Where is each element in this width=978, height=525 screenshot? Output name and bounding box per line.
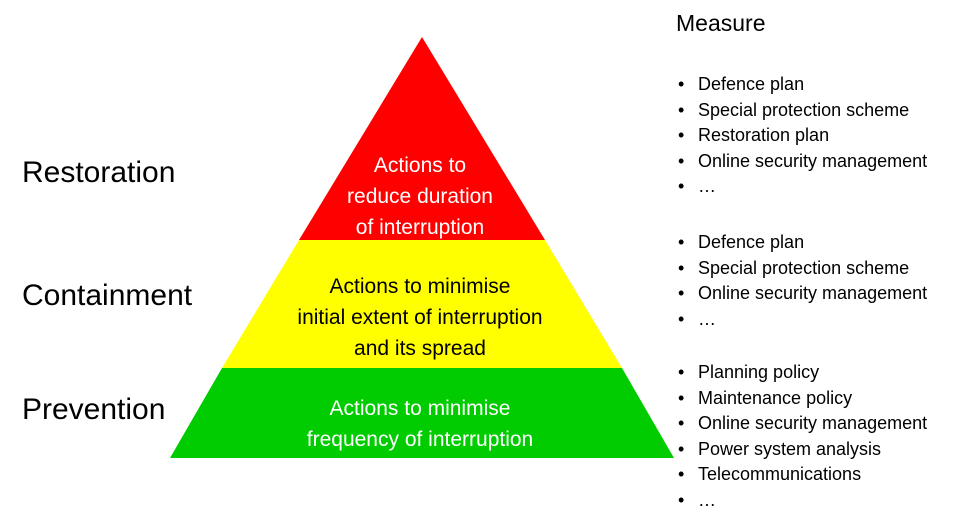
measure-item: Special protection scheme (676, 98, 927, 124)
prevention-description: Actions to minimise frequency of interru… (250, 393, 590, 455)
containment-description-line: and its spread (354, 337, 486, 360)
measure-list-restoration: Defence plan Special protection scheme R… (676, 72, 927, 200)
containment-description-line: initial extent of interruption (297, 306, 543, 329)
measure-item: Power system analysis (676, 437, 927, 463)
measure-item: Telecommunications (676, 462, 927, 488)
pyramid-tier-restoration (299, 37, 545, 240)
level-label-restoration: Restoration (22, 156, 176, 189)
pyramid-tier-containment (222, 240, 622, 368)
prevention-description-line: Actions to minimise (329, 397, 511, 420)
measure-item: Special protection scheme (676, 256, 927, 282)
measure-list-containment: Defence plan Special protection scheme O… (676, 230, 927, 332)
measure-item: Restoration plan (676, 123, 927, 149)
measure-item: Planning policy (676, 360, 927, 386)
restoration-description-line: of interruption (355, 216, 485, 239)
prevention-description-line: frequency of interruption (306, 428, 534, 451)
restoration-description-line: Actions to (373, 154, 467, 177)
measure-list-prevention: Planning policy Maintenance policy Onlin… (676, 360, 927, 513)
restoration-description: Actions to reduce duration of interrupti… (320, 150, 520, 243)
measure-item: Maintenance policy (676, 386, 927, 412)
measure-item: Online security management (676, 149, 927, 175)
measure-header: Measure (676, 10, 766, 36)
measure-item: Online security management (676, 281, 927, 307)
pyramid-tier-prevention (170, 368, 674, 458)
measure-item: … (676, 307, 927, 333)
measure-item: … (676, 174, 927, 200)
level-label-prevention: Prevention (22, 393, 166, 426)
level-label-containment: Containment (22, 279, 193, 312)
measure-item: Defence plan (676, 72, 927, 98)
containment-description: Actions to minimise initial extent of in… (250, 271, 590, 364)
measure-item: Defence plan (676, 230, 927, 256)
measure-item: Online security management (676, 411, 927, 437)
containment-description-line: Actions to minimise (329, 275, 511, 298)
restoration-description-line: reduce duration (347, 185, 493, 208)
measure-item: … (676, 488, 927, 514)
